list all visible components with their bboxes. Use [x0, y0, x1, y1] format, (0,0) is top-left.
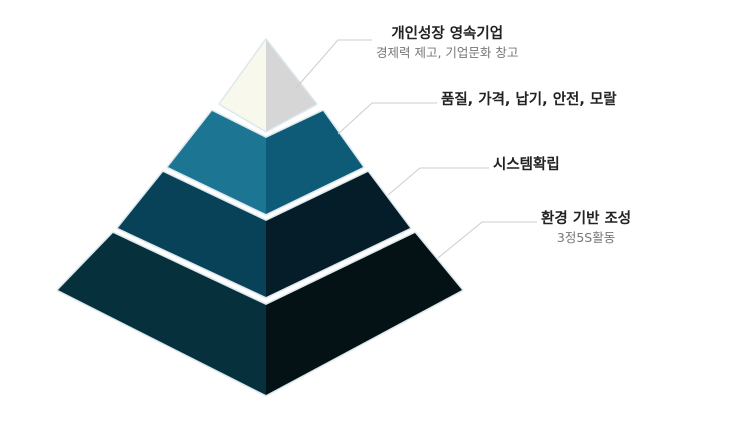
tier-1-shape [218, 38, 318, 133]
tier-4-subtitle: 3정5S활동 [556, 230, 616, 245]
tier-2-label: 품질, 가격, 납기, 안전, 모랄 [441, 90, 617, 110]
tier-4-left-face [58, 233, 266, 395]
tier-4-leader-line [437, 221, 537, 259]
tier-3-shape [116, 170, 412, 299]
tier-2-left-face [168, 111, 266, 214]
tier-3-leader-line [387, 167, 489, 196]
tier-2-right-face [266, 111, 363, 214]
tier-4-right-face [266, 233, 462, 395]
tier-1-subtitle: 경제력 제고, 기업문화 창고 [376, 45, 519, 60]
tier-3-right-face [266, 172, 410, 297]
tier-2-shape [166, 109, 365, 216]
tier-2-leader-line [337, 102, 437, 135]
tier-2-title: 품질, 가격, 납기, 안전, 모랄 [441, 92, 617, 108]
tier-3-left-face [118, 172, 266, 297]
tier-1-left-face [220, 40, 266, 131]
tier-1-label: 개인성장 영속기업 경제력 제고, 기업문화 창고 [376, 24, 518, 62]
tier-4-title: 환경 기반 조성 [541, 211, 632, 227]
tier-1-title: 개인성장 영속기업 [391, 26, 504, 42]
tier-1-right-face [266, 40, 316, 131]
tier-1-leader-line [295, 39, 372, 89]
tier-3-title: 시스템확립 [493, 157, 560, 173]
tier-4-shape [56, 231, 464, 397]
tier-3-label: 시스템확립 [493, 155, 560, 175]
tier-4-label: 환경 기반 조성 3정5S활동 [541, 209, 631, 247]
